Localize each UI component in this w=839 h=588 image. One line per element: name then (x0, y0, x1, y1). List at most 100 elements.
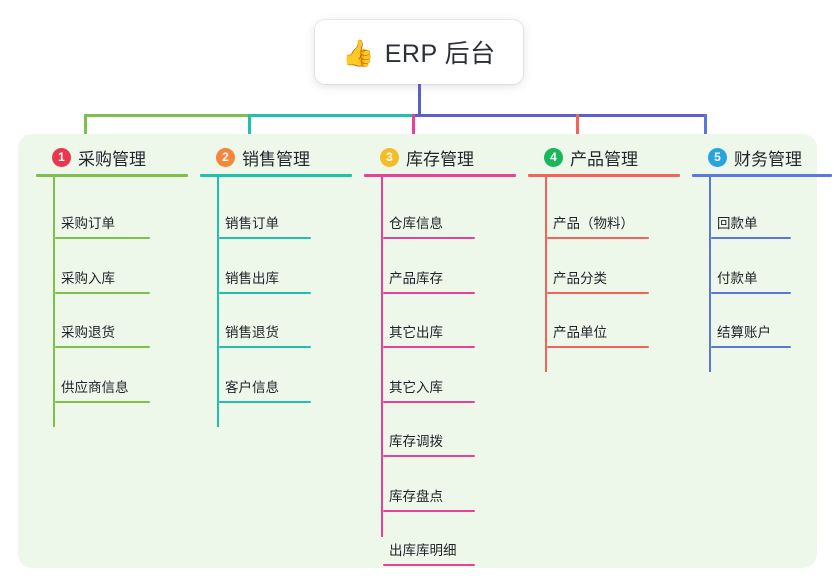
branch-2[interactable]: 2 销售管理销售订单销售出库销售退货客户信息 (200, 144, 352, 427)
leaf-label: 产品库存 (389, 270, 443, 286)
branch-title-5: 财务管理 (734, 149, 802, 169)
leaf-rule (383, 455, 475, 457)
leaf-rule (55, 291, 150, 294)
leaf-node[interactable]: 产品（物料） (547, 212, 649, 239)
leaf-label: 出库库明细 (389, 543, 457, 558)
leaf-label: 产品单位 (553, 325, 607, 340)
branch-badge-1: 1 (52, 147, 71, 167)
leaf-label: 结算账户 (717, 325, 771, 340)
branch-badge-4: 4 (544, 147, 563, 167)
leaf-node[interactable]: 采购退货 (55, 321, 150, 348)
leaf-rule (383, 400, 475, 403)
leaf-label: 产品（物料） (553, 216, 634, 231)
leaf-label: 销售出库 (225, 270, 279, 286)
leaf-node[interactable]: 回款单 (711, 212, 791, 239)
branch-spine-4 (545, 177, 547, 372)
leaf-node[interactable]: 产品分类 (547, 267, 649, 294)
connector-trunk-seg-1 (84, 114, 248, 117)
branch-spine-5 (709, 177, 711, 372)
thumbs-up-icon: 👍 (342, 38, 375, 68)
leaf-rule (383, 346, 475, 348)
leaf-node[interactable]: 销售订单 (219, 212, 311, 239)
leaf-rule (383, 237, 475, 239)
leaf-label: 仓库信息 (389, 216, 443, 231)
leaf-label: 供应商信息 (61, 379, 129, 395)
leaf-node[interactable]: 出库库明细 (383, 539, 475, 566)
leaf-node[interactable]: 销售出库 (219, 267, 311, 294)
connector-drop-3 (412, 114, 415, 148)
root-node-label: ERP 后台 (384, 40, 496, 68)
leaf-node[interactable]: 产品库存 (383, 267, 475, 294)
leaf-node[interactable]: 采购入库 (55, 267, 150, 294)
leaf-label: 采购订单 (61, 216, 115, 231)
branch-header-3[interactable]: 3 库存管理 (364, 144, 516, 170)
branch-title-3: 库存管理 (406, 149, 474, 169)
leaf-label: 付款单 (717, 270, 758, 286)
branch-rule-3 (364, 174, 516, 177)
leaf-rule (547, 291, 649, 294)
leaf-node[interactable]: 产品单位 (547, 321, 649, 348)
branch-3[interactable]: 3 库存管理仓库信息产品库存其它出库其它入库库存调拨库存盘点出库库明细 (364, 144, 516, 566)
leaf-node[interactable]: 客户信息 (219, 376, 311, 403)
branch-spine-1 (53, 177, 55, 427)
branch-spine-2 (217, 177, 219, 427)
leaf-node[interactable]: 销售退货 (219, 321, 311, 348)
connector-drop-2 (248, 114, 251, 148)
leaf-node[interactable]: 结算账户 (711, 321, 791, 348)
leaf-node[interactable]: 供应商信息 (55, 376, 150, 403)
leaf-rule (219, 346, 311, 348)
branch-rule-2 (200, 174, 352, 177)
leaf-label: 采购入库 (61, 270, 115, 286)
leaf-rule (55, 346, 150, 348)
leaf-rule (711, 346, 791, 348)
leaf-rule (383, 564, 475, 566)
connector-trunk-seg-3 (412, 114, 707, 117)
leaf-rule (383, 291, 475, 294)
connector-drop-4 (576, 114, 579, 148)
leaf-rule (55, 237, 150, 239)
leaf-rule (55, 400, 150, 403)
leaf-node[interactable]: 采购订单 (55, 212, 150, 239)
branch-header-5[interactable]: 5 财务管理 (692, 144, 832, 170)
leaf-node[interactable]: 其它入库 (383, 376, 475, 403)
branch-5[interactable]: 5 财务管理回款单付款单结算账户 (692, 144, 832, 372)
branch-title-2: 销售管理 (242, 149, 310, 169)
leaf-node[interactable]: 库存调拨 (383, 430, 475, 457)
branch-rule-5 (692, 174, 832, 177)
root-node[interactable]: 👍 ERP 后台 (315, 20, 523, 84)
branch-header-2[interactable]: 2 销售管理 (200, 144, 352, 170)
branch-rule-4 (528, 174, 680, 177)
leaf-label: 销售订单 (225, 216, 279, 231)
branch-rule-1 (36, 174, 188, 177)
leaf-node[interactable]: 其它出库 (383, 321, 475, 348)
leaf-rule (219, 291, 311, 294)
leaf-label: 其它出库 (389, 325, 443, 340)
leaf-rule (711, 237, 791, 239)
leaf-label: 库存调拨 (389, 434, 443, 449)
branch-badge-3: 3 (380, 147, 399, 167)
branch-badge-5: 5 (708, 147, 727, 167)
leaf-rule (547, 346, 649, 348)
leaf-label: 回款单 (717, 216, 758, 231)
leaf-node[interactable]: 付款单 (711, 267, 791, 294)
leaf-label: 其它入库 (389, 379, 443, 395)
leaf-rule (383, 509, 475, 512)
branch-badge-2: 2 (216, 147, 235, 167)
connector-drop-1 (84, 114, 87, 148)
leaf-label: 产品分类 (553, 270, 607, 286)
leaf-label: 采购退货 (61, 325, 115, 340)
branches-panel (18, 134, 817, 568)
branch-spine-3 (381, 177, 383, 537)
leaf-node[interactable]: 库存盘点 (383, 485, 475, 512)
connector-trunk-seg-2 (248, 114, 412, 117)
leaf-rule (219, 237, 311, 239)
connector-drop-5 (704, 114, 707, 148)
leaf-label: 销售退货 (225, 325, 279, 340)
leaf-node[interactable]: 仓库信息 (383, 212, 475, 239)
leaf-rule (547, 237, 649, 239)
